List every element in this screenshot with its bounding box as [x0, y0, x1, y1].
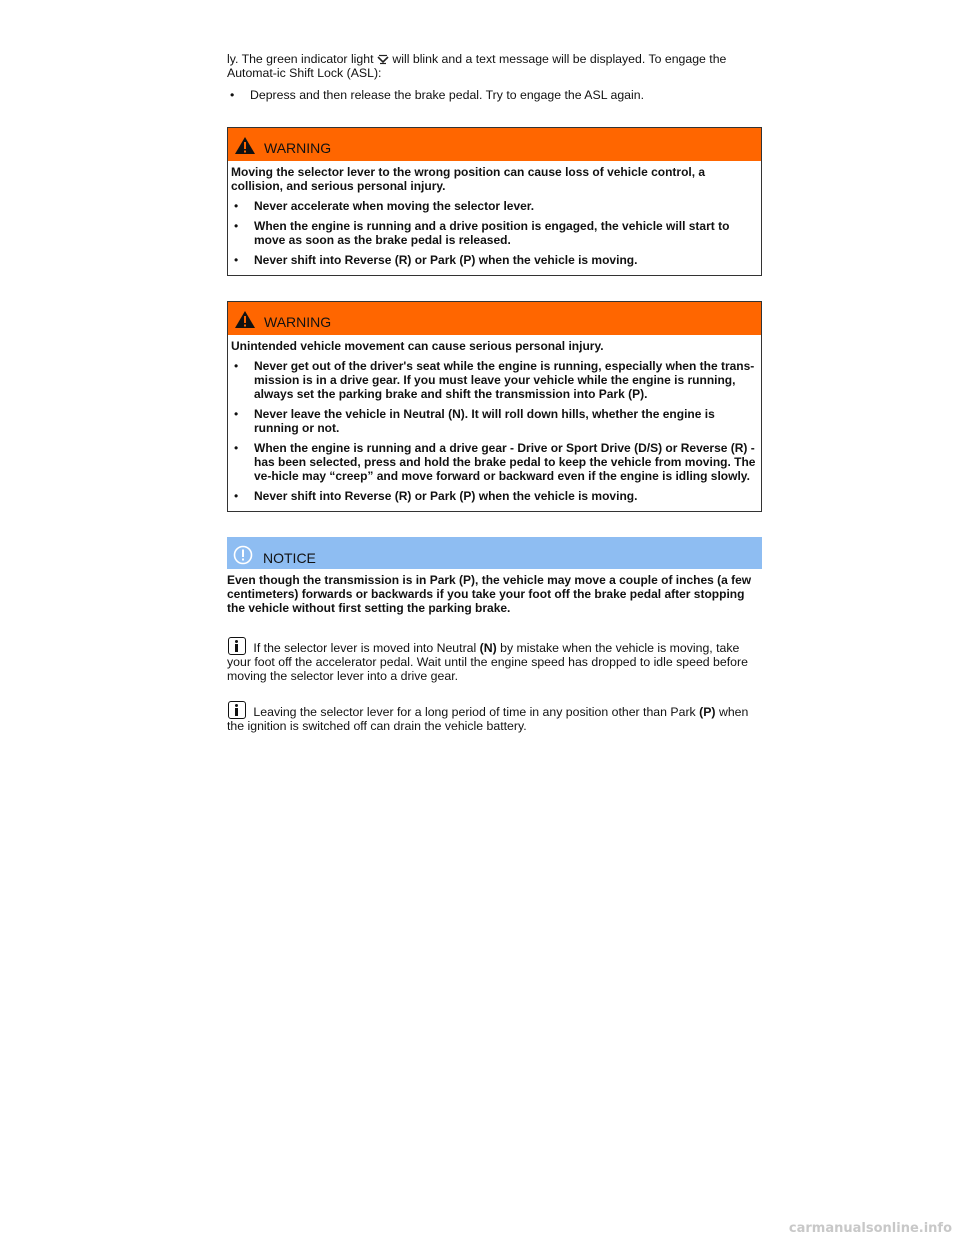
list-item: • Never leave the vehicle in Neutral (N)… [231, 407, 757, 435]
warning-box-1: WARNING Moving the selector lever to the… [227, 127, 762, 276]
list-item-text: Never shift into Reverse (R) or Park (P)… [254, 253, 638, 267]
warning-header: WARNING [228, 302, 761, 335]
note-text-bold: (P) [699, 705, 716, 719]
intro-text-end: will blink and a text message will be di… [227, 52, 727, 80]
list-item: • Never accelerate when moving the selec… [231, 199, 757, 213]
bullet-glyph: • [234, 359, 239, 373]
list-item-text: Never get out of the driver's seat while… [254, 359, 755, 401]
note-paragraph-2: Leaving the selector lever for a long pe… [227, 701, 762, 733]
warning-triangle-icon [235, 311, 255, 328]
info-icon [228, 637, 246, 655]
warning-triangle-icon [235, 137, 255, 154]
list-item-text: Never accelerate when moving the selecto… [254, 199, 535, 213]
manual-page: ly. The green indicator light will blink… [227, 52, 762, 733]
note-text-bold: (N) [479, 641, 497, 655]
bullet-glyph: • [234, 407, 239, 421]
warning-body: Unintended vehicle movement can cause se… [228, 335, 761, 511]
warning-title: WARNING [264, 314, 332, 330]
exclamation-circle-icon [233, 545, 253, 565]
warning-title: WARNING [264, 140, 332, 156]
list-item: • Never shift into Reverse (R) or Park (… [231, 489, 757, 503]
intro-bullet-text: Depress and then release the brake pedal… [250, 88, 644, 102]
list-item-text: When the engine is running and a drive g… [254, 441, 756, 483]
note-text-after: by mistake when the vehicle is moving, t… [227, 641, 748, 683]
warning-body: Moving the selector lever to the wrong p… [228, 161, 761, 275]
intro-paragraph: ly. The green indicator light will blink… [227, 52, 762, 80]
intro-text-start: ly. The green indicator light [227, 52, 374, 66]
notice-header: NOTICE [227, 537, 762, 569]
list-item-text: Never shift into Reverse (R) or Park (P)… [254, 489, 638, 503]
bullet-glyph: • [234, 489, 239, 503]
intro-bullet: • Depress and then release the brake ped… [227, 88, 762, 102]
bullet-glyph: • [234, 441, 239, 455]
list-item: • Never shift into Reverse (R) or Park (… [231, 253, 757, 267]
list-item: • Never get out of the driver's seat whi… [231, 359, 757, 401]
note-text-before: If the selector lever is moved into Neut… [253, 641, 477, 655]
notice-title: NOTICE [263, 550, 316, 566]
warning-box-2: WARNING Unintended vehicle movement can … [227, 301, 762, 512]
list-item: • When the engine is running and a drive… [231, 219, 757, 247]
warning-lead: Unintended vehicle movement can cause se… [231, 339, 604, 353]
note-text-before: Leaving the selector lever for a long pe… [253, 705, 696, 719]
list-item-text: Never leave the vehicle in Neutral (N). … [254, 407, 715, 435]
list-item-text: When the engine is running and a drive p… [254, 219, 730, 247]
selector-lever-indicator-icon [377, 54, 389, 65]
notice-body: Even though the transmission is in Park … [227, 573, 752, 615]
warning-header: WARNING [228, 128, 761, 161]
note-text-after: when the ignition is switched off can dr… [227, 705, 749, 733]
bullet-glyph: • [234, 253, 239, 267]
list-item: • When the engine is running and a drive… [231, 441, 757, 483]
bullet-glyph: • [230, 88, 235, 102]
info-icon [228, 701, 246, 719]
notice-box: NOTICE Even though the transmission is i… [227, 537, 762, 615]
bullet-glyph: • [234, 199, 239, 213]
watermark: carmanualsonline.info [788, 1221, 952, 1236]
note-paragraph-1: If the selector lever is moved into Neut… [227, 637, 762, 683]
warning-lead: Moving the selector lever to the wrong p… [231, 165, 706, 193]
bullet-glyph: • [234, 219, 239, 233]
